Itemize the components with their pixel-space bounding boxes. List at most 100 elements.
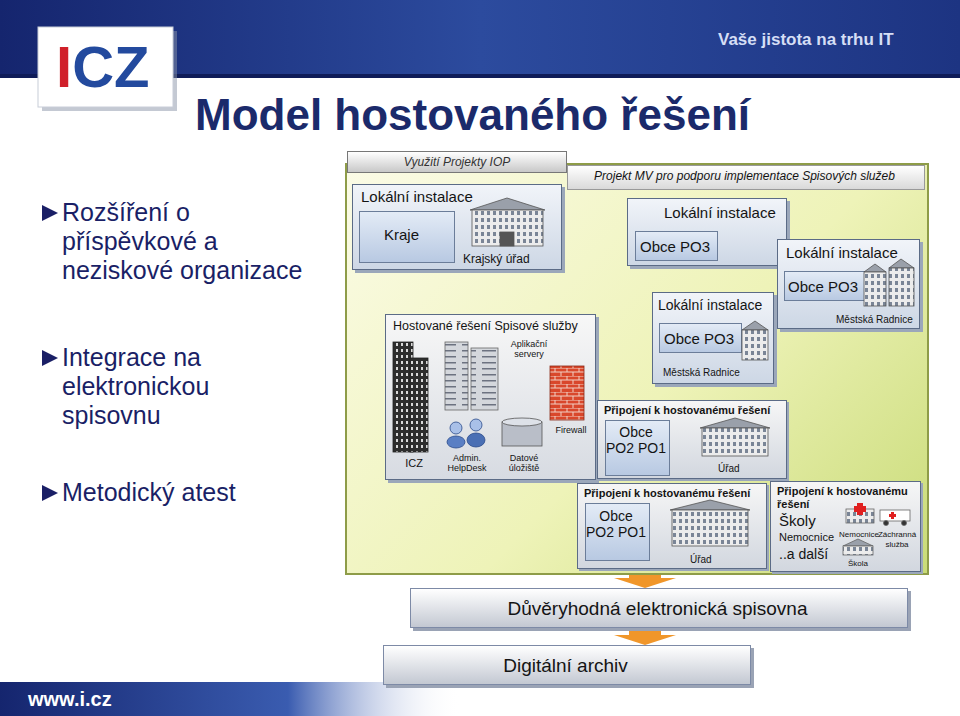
bullet-triangle: [42, 350, 58, 366]
sub-box: Obce PO3: [659, 323, 742, 353]
box-heading: Připojení k hostovanému řešení: [604, 404, 770, 417]
install-box: Lokální instalaceObce PO3: [627, 198, 787, 266]
bullet-triangle: [42, 205, 58, 501]
storage-icon: [502, 418, 542, 426]
building-icon: [742, 330, 768, 360]
bullet-triangle: [42, 205, 58, 221]
sub-box: Kraje: [359, 211, 455, 263]
ambulance-icon: [884, 521, 889, 526]
building-icon: [889, 268, 914, 306]
box-heading: Využití Projekty IOP: [347, 151, 567, 173]
ambulance-icon: [880, 510, 910, 521]
building-icon: [700, 418, 770, 428]
ambulance-icon: [891, 512, 894, 519]
box-label: Městská Radnice: [836, 314, 913, 326]
tower-icon: [393, 342, 428, 452]
box-label: Záchranná služba: [877, 530, 917, 550]
box-heading: Digitální archiv: [384, 655, 747, 677]
logo-text: ICZ: [56, 34, 149, 101]
project-header: Projekt MV pro podporu implementace Spis…: [567, 165, 925, 190]
box-heading: Obce PO3: [785, 278, 861, 295]
people-icon: [470, 419, 482, 431]
box-heading: Lokální instalace: [658, 297, 762, 313]
building-icon: [742, 321, 768, 330]
box-label: Aplikační servery: [504, 339, 554, 360]
box-heading: Hostované řešení Spisové služby: [393, 319, 578, 333]
storage-icon: [502, 422, 542, 446]
connect-box: Připojení k hostovanému řešeníÚřad Obce P…: [577, 483, 767, 569]
box-heading: Obce PO2 PO1: [586, 508, 646, 540]
box-heading: Lokální instalace: [361, 188, 473, 205]
footer-band: [0, 682, 960, 716]
people-icon: [447, 419, 485, 448]
box-heading: Připojení k hostovanému řešení: [584, 487, 750, 500]
building-icon: [470, 198, 545, 246]
box-label: ICZ: [394, 457, 434, 470]
box-label: Krajský úřad: [463, 253, 530, 267]
logo-box: [38, 27, 173, 107]
hosted-box: Hostované řešení Spisové službyICZ Aplika…: [385, 314, 596, 480]
box-heading: Důvěryhodná elektronická spisovna: [411, 598, 904, 620]
box-heading: Obce PO3: [636, 238, 714, 255]
box-heading: Lokální instalace: [786, 244, 898, 261]
building-icon: [864, 272, 886, 306]
building-icon: [700, 418, 770, 456]
box-label: Škola: [839, 559, 877, 569]
tower-icon: [410, 358, 428, 452]
building-icon: [742, 321, 768, 360]
box-label: Firewall: [550, 425, 592, 435]
hospital-icon: [857, 503, 863, 515]
footer-band: [0, 682, 960, 716]
sub-box: Obce PO3: [784, 271, 865, 301]
box-label: Nemocnice: [839, 530, 879, 540]
sub-box: Obce PO3: [635, 231, 718, 261]
storage-icon: [502, 418, 542, 446]
box-heading: Kraje: [384, 226, 419, 243]
box-heading: Projekt MV pro podporu implementace Spis…: [568, 170, 921, 184]
box-label: Datové úložiště: [496, 453, 552, 474]
server-icon: [471, 348, 498, 410]
panel-frame: Využití Projekty IOPProjekt MV pro podpo…: [345, 163, 929, 575]
ambulance-icon: [889, 514, 896, 517]
logo-box: [42, 31, 177, 111]
school-icon: [843, 539, 873, 555]
firewall-icon: [550, 366, 584, 420]
box-label: Školy: [779, 512, 816, 529]
flow-arrow: [629, 575, 661, 578]
building-icon: [864, 259, 914, 306]
building-icon: [672, 510, 748, 546]
result-box: Důvěryhodná elektronická spisovna: [410, 588, 908, 628]
box-label: Úřad: [690, 554, 712, 566]
result-box: Digitální archiv: [383, 645, 751, 685]
building-icon: [702, 428, 768, 456]
box-label: Admin. HelpDesk: [442, 453, 492, 474]
bullet-triangle: [42, 485, 58, 501]
connect-box: Připojení k hostovanému řešeníÚřad Obce P…: [597, 400, 787, 479]
hospital-icon: [854, 506, 866, 512]
install-box: Lokální instalaceMěstská Radnice Obce PO3: [777, 239, 920, 329]
bullet-text: Metodický atest: [62, 478, 322, 507]
building-icon: [889, 259, 914, 268]
sub-box: Obce PO2 PO1: [585, 503, 650, 561]
people-icon: [467, 433, 485, 447]
box-heading: Lokální instalace: [664, 204, 776, 221]
footer-url: www.i.cz: [28, 688, 112, 711]
box-label: Městská Radnice: [663, 367, 740, 379]
logo-box: [38, 27, 177, 111]
building-icon: [670, 500, 750, 546]
building-icon: [500, 232, 514, 246]
box-heading: Připojení k hostovanému řešení: [777, 485, 913, 511]
hospital-icon: [846, 509, 874, 523]
people-icon: [447, 436, 465, 448]
building-icon: [864, 264, 886, 272]
box-heading: Obce PO3: [660, 330, 738, 347]
box-label: Úřad: [718, 463, 740, 475]
box-heading: Obce PO2 PO1: [606, 424, 666, 456]
building-icon: [470, 198, 545, 210]
server-icon: [445, 342, 468, 410]
install-box: Lokální instalaceKrajský úřad Kraje: [352, 184, 562, 270]
box-label: ..a další: [779, 546, 828, 562]
people-icon: [450, 422, 462, 434]
slogan: Vaše jistota na trhu IT: [718, 30, 894, 50]
ambulance-icon: [880, 510, 910, 526]
